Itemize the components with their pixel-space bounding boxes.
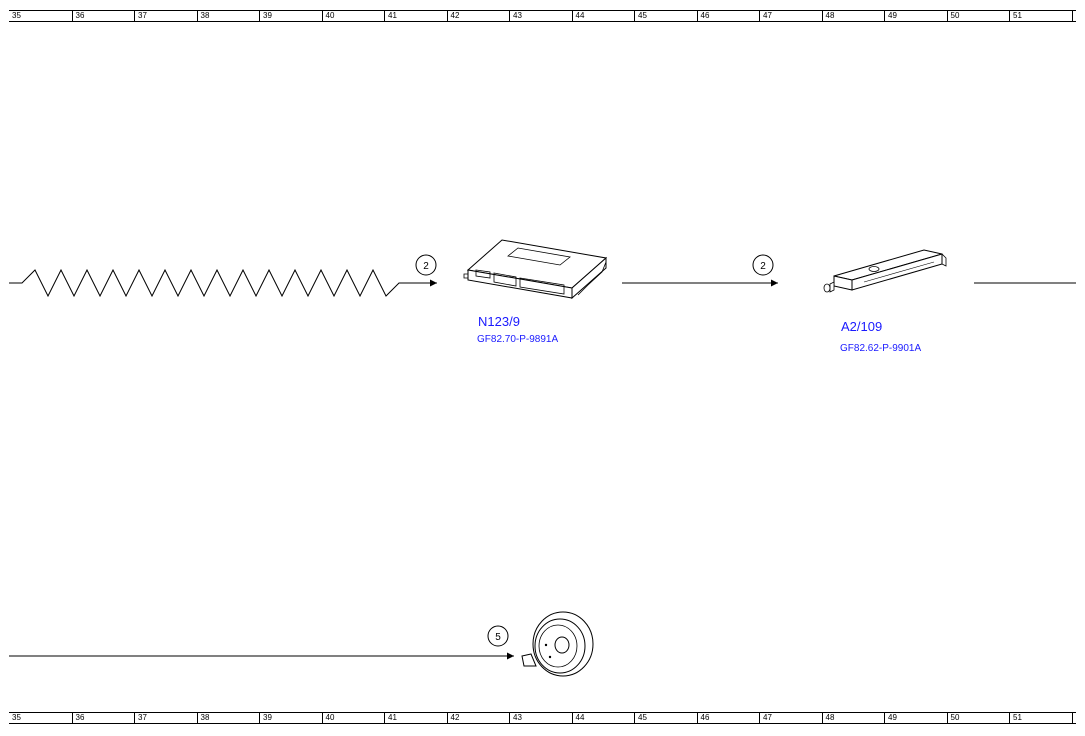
ruler-cell <box>1071 713 1077 723</box>
ruler-cell: 41 <box>384 11 447 21</box>
ruler-cell: 36 <box>71 11 135 21</box>
ruler-cell: 38 <box>196 11 260 21</box>
ruler-cell: 41 <box>384 713 447 723</box>
ruler-cell: 50 <box>946 713 1010 723</box>
ruler-cell: 36 <box>71 713 135 723</box>
ruler-cell: 47 <box>759 713 822 723</box>
connection-number: 5 <box>495 632 501 643</box>
ruler-cell: 45 <box>634 713 697 723</box>
ruler-cell: 35 <box>12 11 21 20</box>
ruler-cell: 51 <box>1009 713 1072 723</box>
ruler-cell: 39 <box>259 713 322 723</box>
ruler-cell: 47 <box>759 11 822 21</box>
ruler-cell: 44 <box>571 11 635 21</box>
connection-number-badge: 5 <box>487 625 509 647</box>
antenna-module-icon[interactable] <box>823 249 947 293</box>
ruler-cell: 40 <box>321 11 385 21</box>
ruler-cell: 42 <box>446 11 510 21</box>
bottom-column-ruler: 35 36 37 38 39 40 41 42 43 44 45 46 47 4… <box>9 712 1076 724</box>
ruler-cell: 43 <box>509 713 572 723</box>
ruler-cell: 48 <box>821 11 885 21</box>
connection-number-badge: 2 <box>415 254 437 276</box>
component-code: A2/109 <box>841 319 882 334</box>
ruler-cell: 48 <box>821 713 885 723</box>
ruler-cell: 37 <box>134 713 197 723</box>
wireless-connection[interactable] <box>9 268 437 298</box>
ruler-cell <box>1071 11 1077 21</box>
ruler-cell: 46 <box>696 713 760 723</box>
ruler-cell: 44 <box>571 713 635 723</box>
ruler-cell: 49 <box>884 11 947 21</box>
ruler-cell: 50 <box>946 11 1010 21</box>
ruler-cell: 38 <box>196 713 260 723</box>
ruler-cell: 46 <box>696 11 760 21</box>
ruler-cell: 40 <box>321 713 385 723</box>
component-doc-reference[interactable]: GF82.62-P-9901A <box>840 343 921 354</box>
component-doc-reference[interactable]: GF82.70-P-9891A <box>477 334 558 345</box>
ruler-cell: 37 <box>134 11 197 21</box>
ruler-cell: 43 <box>509 11 572 21</box>
top-column-ruler: 35 36 37 38 39 40 41 42 43 44 45 46 47 4… <box>9 10 1076 22</box>
speaker-icon[interactable] <box>521 611 594 677</box>
ruler-cell: 49 <box>884 713 947 723</box>
connection-number: 2 <box>760 261 766 272</box>
component-code: N123/9 <box>478 314 520 329</box>
ruler-cell: 42 <box>446 713 510 723</box>
ruler-cell: 45 <box>634 11 697 21</box>
ruler-cell: 51 <box>1009 11 1072 21</box>
ruler-cell: 35 <box>12 713 21 722</box>
connection-number: 2 <box>423 261 429 272</box>
connection-number-badge: 2 <box>752 254 774 276</box>
ruler-cell: 39 <box>259 11 322 21</box>
control-unit-icon[interactable] <box>463 239 608 300</box>
